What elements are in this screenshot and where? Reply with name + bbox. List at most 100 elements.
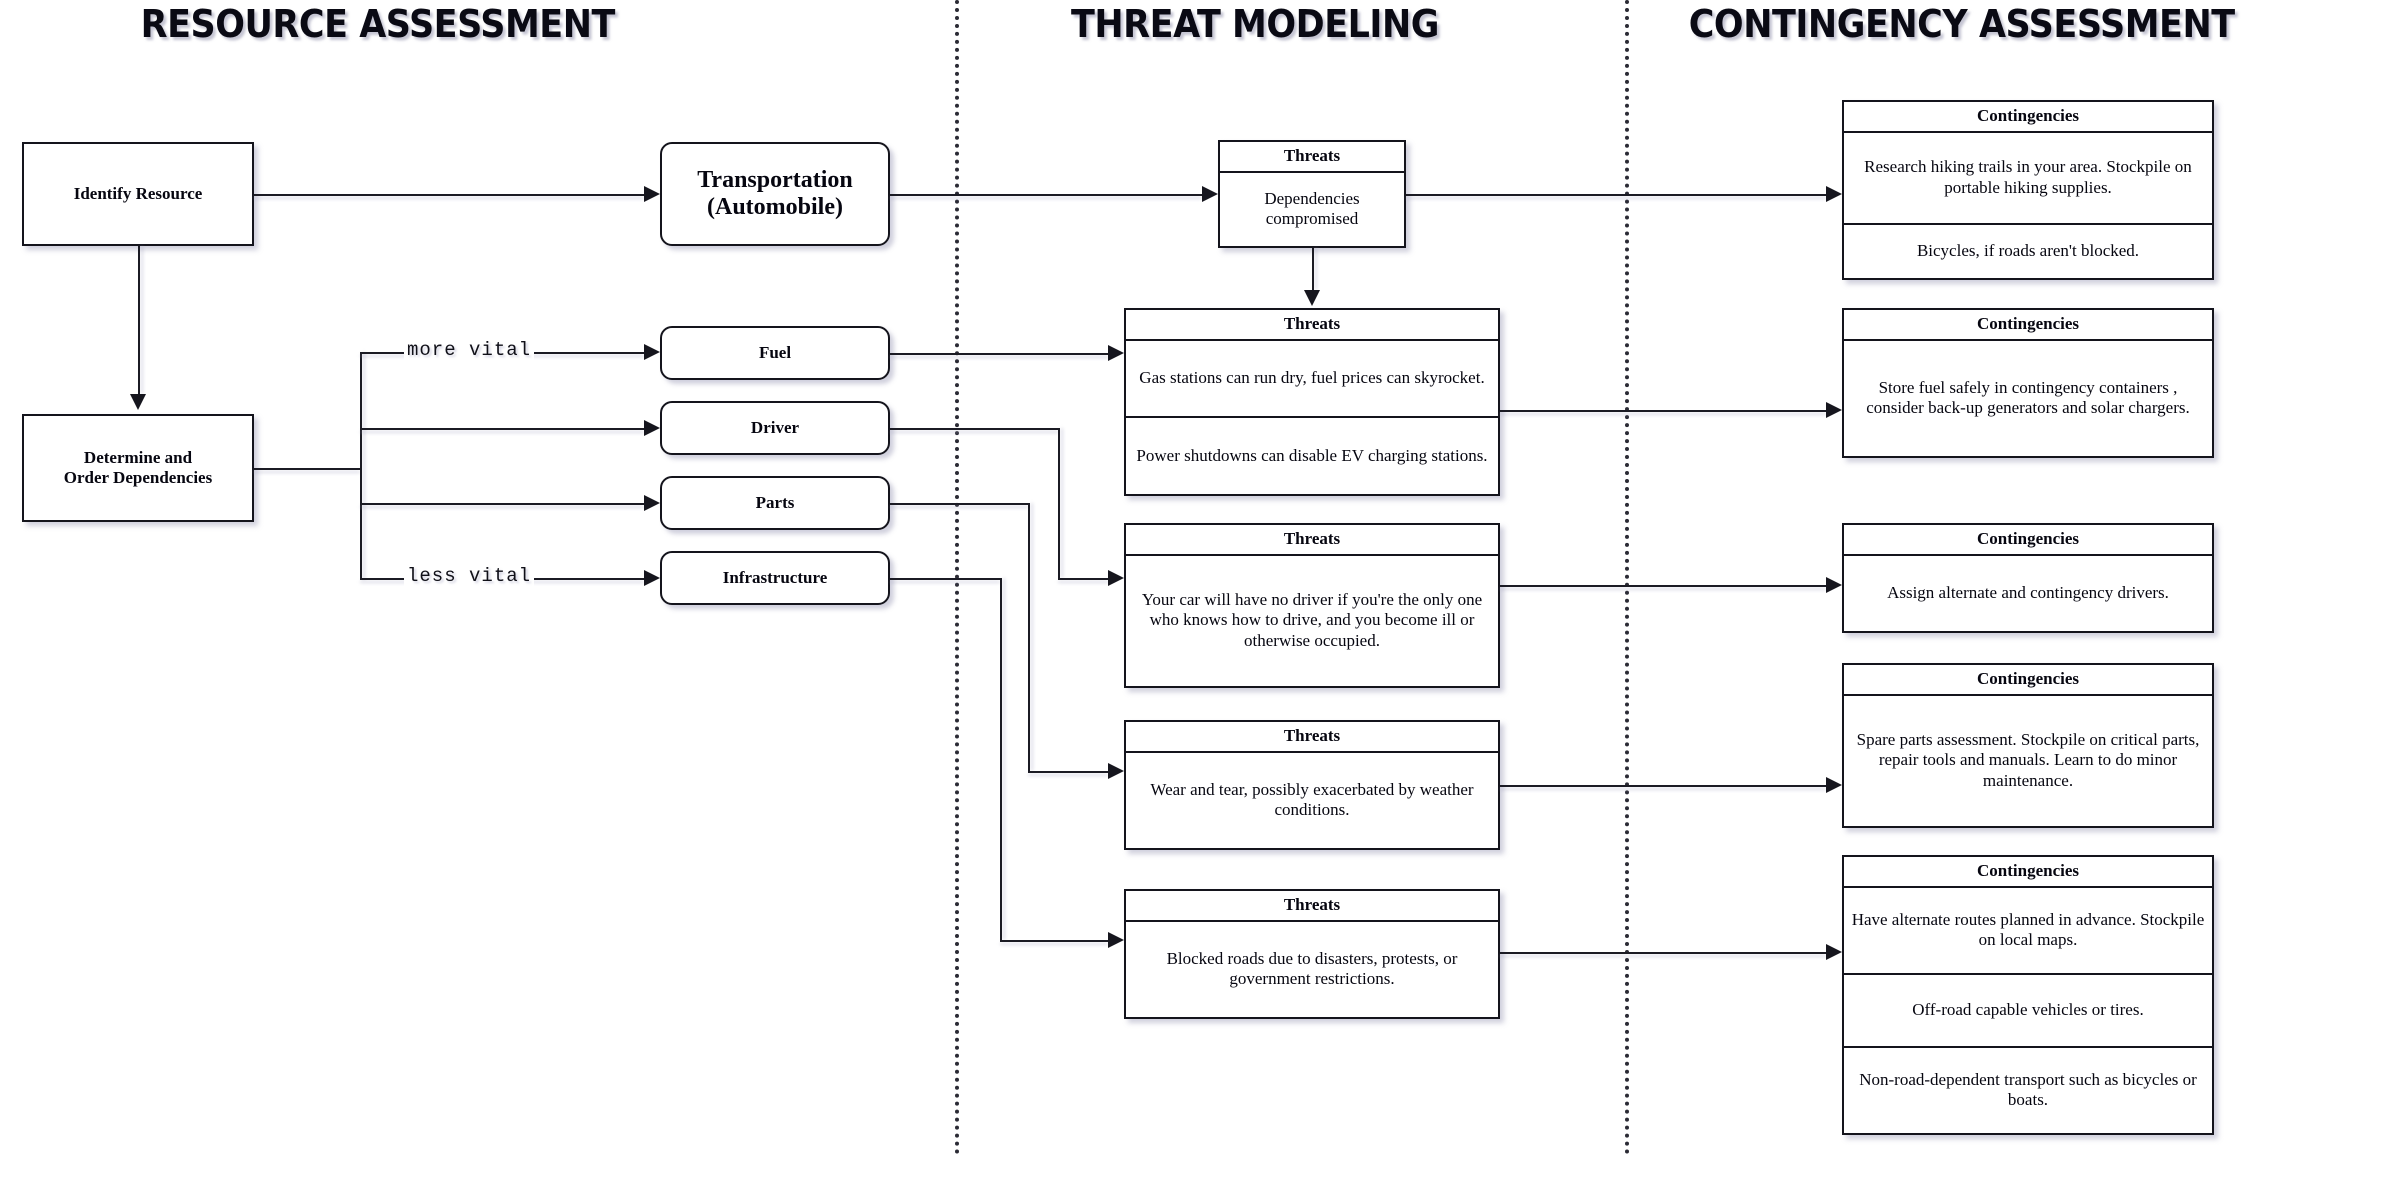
arrowhead-icon — [1202, 186, 1218, 202]
contingency-card-transport-header: Contingencies — [1844, 102, 2212, 133]
connector-determine-trunk — [254, 468, 360, 470]
arrowhead-icon — [1826, 402, 1842, 418]
node-parts[interactable]: Parts — [660, 476, 890, 530]
contingency-card-fuel[interactable]: Contingencies Store fuel safely in conti… — [1842, 308, 2214, 458]
contingency-card-infrastructure-header: Contingencies — [1844, 857, 2212, 888]
threat-card-dependencies-rows: Dependencies compromised — [1220, 173, 1404, 246]
connector-determine-to-driver — [360, 428, 644, 430]
contingency-card-driver[interactable]: Contingencies Assign alternate and conti… — [1842, 523, 2214, 633]
threat-card-fuel-rows: Gas stations can run dry, fuel prices ca… — [1126, 341, 1498, 494]
contingency-card-driver-rows: Assign alternate and contingency drivers… — [1844, 556, 2212, 631]
threat-card-driver-rows: Your car will have no driver if you're t… — [1126, 556, 1498, 686]
node-determine-order-dependencies[interactable]: Determine and Order Dependencies — [22, 414, 254, 522]
connector-infrastructure-to-threat-infra-h2 — [1000, 940, 1108, 942]
threat-card-driver[interactable]: Threats Your car will have no driver if … — [1124, 523, 1500, 688]
node-driver[interactable]: Driver — [660, 401, 890, 455]
threat-card-dependencies-header: Threats — [1220, 142, 1404, 173]
contingency-row: Research hiking trails in your area. Sto… — [1844, 133, 2212, 226]
connector-parts-to-threat-parts-v — [1028, 503, 1030, 771]
threat-card-fuel-header: Threats — [1126, 310, 1498, 341]
contingency-row: Store fuel safely in contingency contain… — [1866, 377, 2190, 418]
contingency-card-fuel-rows: Store fuel safely in contingency contain… — [1844, 341, 2212, 456]
contingency-row: Spare parts assessment. Stockpile on cri… — [1856, 729, 2200, 791]
arrowhead-icon — [1826, 577, 1842, 593]
arrowhead-icon — [644, 495, 660, 511]
arrowhead-icon — [1108, 932, 1124, 948]
connector-threat-dependencies-to-threat-fuel — [1312, 248, 1314, 290]
connector-threat-dependencies-to-contingency-transport — [1406, 194, 1826, 196]
connector-infrastructure-to-threat-infra-h1 — [890, 578, 1000, 580]
arrowhead-icon — [1108, 570, 1124, 586]
contingency-card-infrastructure-rows: Have alternate routes planned in advance… — [1844, 888, 2212, 1133]
threat-row: Dependencies compromised — [1264, 188, 1360, 229]
column-title-threat-modeling: THREAT MODELING — [1071, 2, 1440, 46]
node-determine-order-dependencies-label: Determine and Order Dependencies — [63, 448, 213, 487]
contingency-card-parts-header: Contingencies — [1844, 665, 2212, 696]
threat-card-driver-header: Threats — [1126, 525, 1498, 556]
node-identify-resource-label: Identify Resource — [73, 184, 203, 204]
contingency-card-transport-rows: Research hiking trails in your area. Sto… — [1844, 133, 2212, 278]
contingency-card-fuel-header: Contingencies — [1844, 310, 2212, 341]
threat-card-parts-rows: Wear and tear, possibly exacerbated by w… — [1126, 753, 1498, 848]
column-divider-1 — [955, 0, 959, 1155]
connector-transportation-to-threat-dependencies — [890, 194, 1202, 196]
contingency-row: Assign alternate and contingency drivers… — [1887, 582, 2169, 602]
node-parts-label: Parts — [755, 493, 795, 513]
arrowhead-icon — [644, 570, 660, 586]
arrowhead-icon — [644, 420, 660, 436]
contingency-card-parts[interactable]: Contingencies Spare parts assessment. St… — [1842, 663, 2214, 828]
column-divider-2 — [1625, 0, 1629, 1155]
node-transportation-label: Transportation (Automobile) — [697, 167, 853, 220]
connector-driver-to-threat-driver-h1 — [890, 428, 1058, 430]
connector-threat-infra-to-contingency-infra — [1500, 952, 1826, 954]
edge-label-less-vital: less vital — [404, 564, 535, 588]
contingency-card-infrastructure[interactable]: Contingencies Have alternate routes plan… — [1842, 855, 2214, 1135]
threat-card-dependencies[interactable]: Threats Dependencies compromised — [1218, 140, 1406, 248]
connector-determine-to-parts — [360, 503, 644, 505]
threat-row: Wear and tear, possibly exacerbated by w… — [1150, 779, 1474, 820]
column-title-contingency-assessment: CONTINGENCY ASSESSMENT — [1688, 2, 2235, 46]
arrowhead-icon — [1826, 186, 1842, 202]
arrowhead-icon — [1826, 944, 1842, 960]
contingency-row: Non-road-dependent transport such as bic… — [1859, 1069, 2197, 1110]
threat-card-fuel[interactable]: Threats Gas stations can run dry, fuel p… — [1124, 308, 1500, 496]
arrowhead-icon — [130, 394, 146, 410]
threat-row: Your car will have no driver if you're t… — [1141, 589, 1483, 651]
threat-card-infrastructure[interactable]: Threats Blocked roads due to disasters, … — [1124, 889, 1500, 1019]
contingency-card-transport[interactable]: Contingencies Research hiking trails in … — [1842, 100, 2214, 280]
node-identify-resource[interactable]: Identify Resource — [22, 142, 254, 246]
connector-driver-to-threat-driver-v — [1058, 428, 1060, 578]
threat-row: Power shutdowns can disable EV charging … — [1136, 445, 1488, 465]
threat-card-parts[interactable]: Threats Wear and tear, possibly exacerba… — [1124, 720, 1500, 850]
node-infrastructure[interactable]: Infrastructure — [660, 551, 890, 605]
threat-card-infrastructure-header: Threats — [1126, 891, 1498, 922]
connector-driver-to-threat-driver-h2 — [1058, 578, 1108, 580]
arrowhead-icon — [1108, 763, 1124, 779]
node-transportation-automobile[interactable]: Transportation (Automobile) — [660, 142, 890, 246]
contingency-card-driver-header: Contingencies — [1844, 525, 2212, 556]
arrowhead-icon — [644, 186, 660, 202]
node-driver-label: Driver — [750, 418, 800, 438]
contingency-row: Off-road capable vehicles or tires. — [1844, 975, 2212, 1048]
arrowhead-icon — [1108, 345, 1124, 361]
node-fuel-label: Fuel — [758, 343, 792, 363]
threat-row: Blocked roads due to disasters, protests… — [1166, 948, 1458, 989]
contingency-row: Bicycles, if roads aren't blocked. — [1916, 241, 2140, 261]
contingency-row: Have alternate routes planned in advance… — [1844, 888, 2212, 976]
connector-parts-to-threat-parts-h2 — [1028, 771, 1108, 773]
contingency-card-parts-rows: Spare parts assessment. Stockpile on cri… — [1844, 696, 2212, 826]
threat-row: Gas stations can run dry, fuel prices ca… — [1126, 341, 1498, 419]
column-title-resource-assessment: RESOURCE ASSESSMENT — [140, 2, 616, 46]
node-infrastructure-label: Infrastructure — [722, 568, 828, 588]
threat-card-infrastructure-rows: Blocked roads due to disasters, protests… — [1126, 922, 1498, 1017]
connector-fuel-to-threat-fuel — [890, 353, 1108, 355]
connector-threat-parts-to-contingency-parts — [1500, 785, 1826, 787]
connector-infrastructure-to-threat-infra-v — [1000, 578, 1002, 940]
connector-threat-fuel-to-contingency-fuel — [1500, 410, 1826, 412]
connector-identify-to-determine — [138, 246, 140, 394]
connector-threat-driver-to-contingency-driver — [1500, 585, 1826, 587]
node-fuel[interactable]: Fuel — [660, 326, 890, 380]
connector-identify-to-transportation — [254, 194, 644, 196]
connector-determine-bus — [360, 352, 362, 580]
